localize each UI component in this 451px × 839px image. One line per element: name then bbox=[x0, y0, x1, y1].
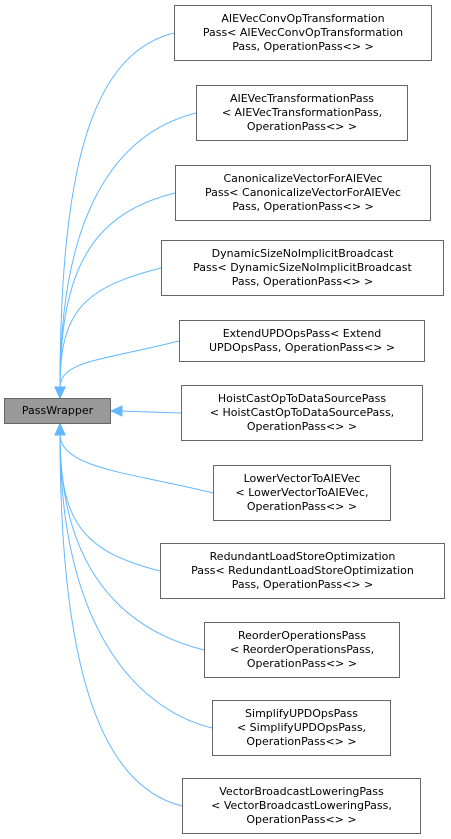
derived-node-label-line: ReorderOperationsPass bbox=[237, 629, 367, 642]
derived-node-vector-broadcast[interactable]: VectorBroadcastLoweringPass< VectorBroad… bbox=[182, 778, 421, 834]
derived-node-label-line: Pass< DynamicSizeNoImplicitBroadcast bbox=[193, 261, 412, 274]
derived-node-lower-vector[interactable]: LowerVectorToAIEVec< LowerVectorToAIEVec… bbox=[213, 465, 391, 521]
derived-node-label-line: OperationPass<> > bbox=[246, 420, 358, 433]
inheritance-edge-redundant-load bbox=[59, 433, 161, 572]
derived-node-label-line: < SimplifyUPDOpsPass, bbox=[236, 721, 367, 734]
root-node-passwrapper: PassWrapper bbox=[4, 398, 111, 424]
derived-node-label-line: Pass, OperationPass<> > bbox=[232, 200, 374, 213]
derived-node-label-line: OperationPass<> > bbox=[246, 813, 357, 826]
derived-node-label-line: CanonicalizeVectorForAIEVec bbox=[223, 172, 383, 185]
derived-node-label-line: OperationPass<> > bbox=[246, 120, 358, 133]
derived-node-label-line: VectorBroadcastLoweringPass bbox=[219, 785, 384, 798]
inheritance-edge-aievec-conv bbox=[59, 32, 175, 389]
derived-node-label-line: SimplifyUPDOpsPass bbox=[245, 707, 358, 720]
inheritance-edge-vector-broadcast bbox=[59, 433, 183, 807]
derived-node-label-line: < HoistCastOpToDataSourcePass, bbox=[209, 406, 395, 419]
derived-node-label-line: < AIEVecTransformationPass, bbox=[221, 106, 383, 119]
derived-node-hoist-cast[interactable]: HoistCastOpToDataSourcePass< HoistCastOp… bbox=[181, 385, 423, 441]
derived-node-label-line: Pass< CanonicalizeVectorForAIEVec bbox=[204, 186, 402, 199]
derived-node-label-line: LowerVectorToAIEVec bbox=[243, 472, 361, 485]
derived-node-label-line: ExtendUPDOpsPass< Extend bbox=[222, 327, 382, 340]
inheritance-arrowhead-extend-updops bbox=[54, 386, 66, 400]
derived-node-simplify-updops[interactable]: SimplifyUPDOpsPass< SimplifyUPDOpsPass,O… bbox=[212, 700, 391, 756]
derived-node-aievec-transform[interactable]: AIEVecTransformationPass< AIEVecTransfor… bbox=[196, 85, 408, 141]
derived-node-label-line: < ReorderOperationsPass, bbox=[229, 643, 375, 656]
derived-node-label-line: Pass, OperationPass<> > bbox=[232, 40, 374, 53]
derived-node-label-line: < LowerVectorToAIEVec, bbox=[235, 486, 369, 499]
derived-node-label-line: < VectorBroadcastLoweringPass, bbox=[211, 799, 392, 812]
derived-node-label-line: RedundantLoadStoreOptimization bbox=[209, 550, 396, 563]
inheritance-edge-extend-updops bbox=[59, 340, 180, 389]
inheritance-edge-lower-vector bbox=[59, 433, 214, 494]
inheritance-edge-reorder-ops bbox=[59, 433, 205, 651]
root-node-label: PassWrapper bbox=[21, 404, 94, 417]
inheritance-edge-simplify-updops bbox=[59, 433, 213, 729]
derived-node-label-line: UPDOpsPass, OperationPass<> > bbox=[208, 341, 396, 354]
derived-node-label-line: Pass< RedundantLoadStoreOptimization bbox=[191, 564, 414, 577]
inheritance-edge-canonicalize bbox=[59, 192, 176, 389]
derived-node-label-line: OperationPass<> > bbox=[246, 657, 358, 670]
derived-node-label-line: AIEVecConvOpTransformation bbox=[221, 12, 385, 25]
derived-node-label-line: HoistCastOpToDataSourcePass bbox=[217, 392, 387, 405]
inheritance-edge-dynamic-size bbox=[59, 267, 162, 389]
derived-node-label-line: AIEVecTransformationPass bbox=[229, 92, 375, 105]
inheritance-arrowhead-vector-broadcast bbox=[54, 422, 66, 436]
inheritance-edge-aievec-transform bbox=[59, 112, 197, 389]
derived-node-label-line: DynamicSizeNoImplicitBroadcast bbox=[211, 247, 394, 260]
derived-node-label-line: OperationPass<> > bbox=[246, 500, 358, 513]
inheritance-edge-hoist-cast bbox=[120, 410, 182, 414]
derived-node-label-line: Pass, OperationPass<> > bbox=[231, 578, 374, 591]
derived-node-label-line: Pass< AIEVecConvOpTransformation bbox=[202, 26, 404, 39]
derived-node-label-line: OperationPass<> > bbox=[246, 735, 357, 748]
derived-node-label-line: Pass, OperationPass<> > bbox=[231, 275, 374, 288]
inheritance-arrowhead-hoist-cast bbox=[109, 405, 123, 417]
derived-node-reorder-ops[interactable]: ReorderOperationsPass< ReorderOperations… bbox=[204, 622, 400, 678]
